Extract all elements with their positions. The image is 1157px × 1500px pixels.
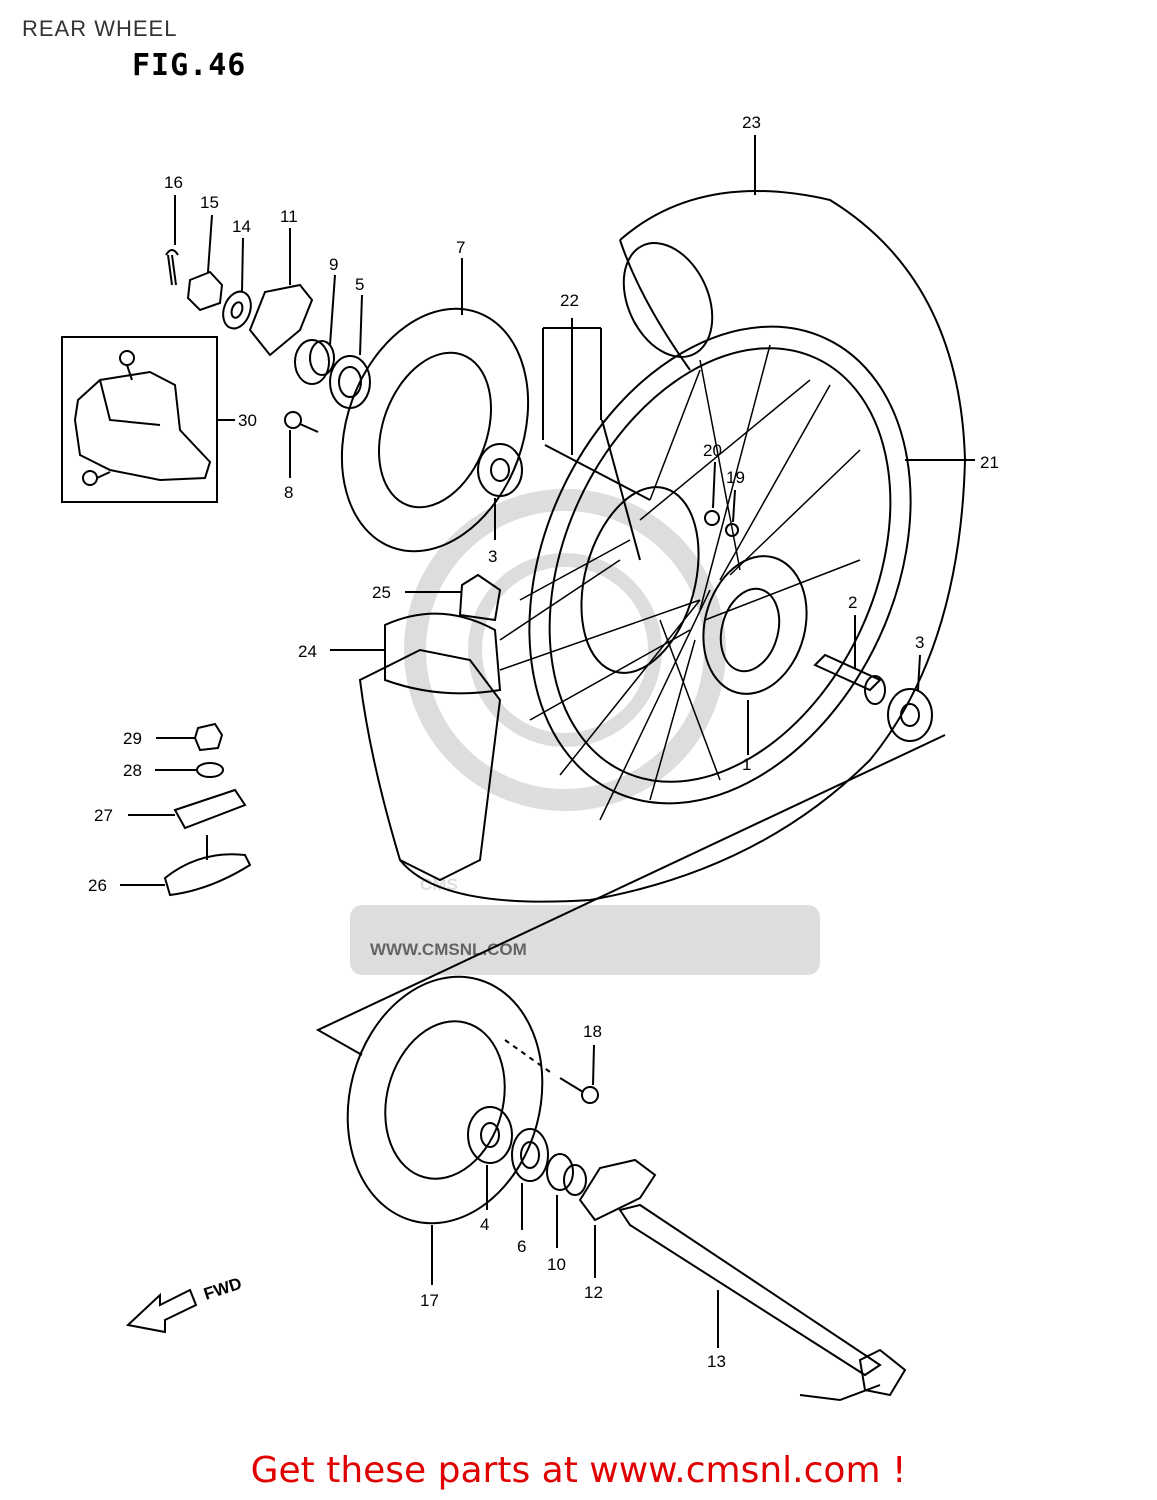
disc-bolt[interactable] <box>284 411 319 478</box>
callout-15[interactable]: 15 <box>200 193 219 212</box>
spoke-set[interactable] <box>542 318 651 561</box>
callout-19[interactable]: 19 <box>726 468 745 487</box>
rim-lock-washer[interactable] <box>155 762 224 778</box>
axle-nut[interactable] <box>186 270 224 312</box>
callout-24[interactable]: 24 <box>298 642 317 661</box>
callout-25[interactable]: 25 <box>372 583 391 602</box>
rim-lock-nut[interactable] <box>156 722 224 752</box>
callout-22[interactable]: 22 <box>560 291 579 310</box>
fwd-label: FWD <box>201 1274 244 1304</box>
callout-29[interactable]: 29 <box>123 729 142 748</box>
right-chain-adjuster[interactable] <box>578 1158 657 1278</box>
callout-14[interactable]: 14 <box>232 217 251 236</box>
callout-6[interactable]: 6 <box>517 1237 526 1256</box>
wheel-bearing-right[interactable] <box>887 654 933 742</box>
spokes <box>499 344 861 821</box>
chain-guard[interactable] <box>61 336 235 503</box>
tire[interactable] <box>358 135 967 903</box>
oil-seal[interactable] <box>329 355 371 409</box>
callout-1[interactable]: 1 <box>742 755 751 774</box>
callout-3-right[interactable]: 3 <box>915 633 924 652</box>
tube[interactable] <box>330 612 502 695</box>
rear-axle[interactable] <box>618 1203 907 1402</box>
callout-17[interactable]: 17 <box>420 1291 439 1310</box>
callout-21[interactable]: 21 <box>980 453 999 472</box>
callout-9[interactable]: 9 <box>329 255 338 274</box>
hub-spacer[interactable] <box>813 615 886 705</box>
callout-16[interactable]: 16 <box>164 173 183 192</box>
sprocket-seal[interactable] <box>511 1128 549 1230</box>
section-divider <box>315 734 946 1056</box>
callout-7[interactable]: 7 <box>456 238 465 257</box>
footer-parts-link[interactable]: Get these parts at www.cmsnl.com ! <box>250 1450 907 1491</box>
callout-13[interactable]: 13 <box>707 1352 726 1371</box>
rim-lock[interactable] <box>120 835 252 897</box>
callout-8[interactable]: 8 <box>284 483 293 502</box>
rim-lock-plate[interactable] <box>128 788 247 830</box>
callout-10[interactable]: 10 <box>547 1255 566 1274</box>
callout-3-left[interactable]: 3 <box>488 547 497 566</box>
rear-sprocket[interactable] <box>321 955 569 1285</box>
exploded-parts-diagram: CMS WWW.CMSNL.COM <box>61 113 999 1402</box>
brake-disc[interactable] <box>310 258 561 578</box>
callout-20[interactable]: 20 <box>703 441 722 460</box>
watermark: CMS <box>350 489 820 975</box>
wheel-bearing-left[interactable] <box>477 443 523 540</box>
watermark-url: WWW.CMSNL.COM <box>370 940 527 959</box>
figure-number: FIG.46 <box>132 48 247 83</box>
sprocket-collar[interactable] <box>546 1153 587 1248</box>
callout-18[interactable]: 18 <box>583 1022 602 1041</box>
callout-12[interactable]: 12 <box>584 1283 603 1302</box>
callout-23[interactable]: 23 <box>742 113 761 132</box>
rim-band[interactable] <box>405 573 502 622</box>
callout-26[interactable]: 26 <box>88 876 107 895</box>
page-title: REAR WHEEL <box>22 16 178 41</box>
chain-adjuster[interactable] <box>248 283 314 357</box>
sprocket-bolt[interactable] <box>504 1039 599 1104</box>
callout-30[interactable]: 30 <box>238 411 257 430</box>
callout-2[interactable]: 2 <box>848 593 857 612</box>
fwd-arrow-icon <box>125 1288 198 1334</box>
callout-5[interactable]: 5 <box>355 275 364 294</box>
sprocket-bearing[interactable] <box>467 1106 513 1210</box>
spoke-washer[interactable] <box>725 489 739 537</box>
callout-labels: 1 2 3 3 4 5 6 7 8 9 10 11 12 13 14 15 16… <box>88 113 999 1371</box>
spoke-nipple[interactable] <box>704 461 720 526</box>
callout-4[interactable]: 4 <box>480 1215 489 1234</box>
callout-27[interactable]: 27 <box>94 806 113 825</box>
callout-11[interactable]: 11 <box>280 207 298 226</box>
washer[interactable] <box>218 288 255 333</box>
spacer-collar[interactable] <box>294 339 330 385</box>
callout-28[interactable]: 28 <box>123 761 142 780</box>
cotter-pin[interactable] <box>165 249 179 286</box>
